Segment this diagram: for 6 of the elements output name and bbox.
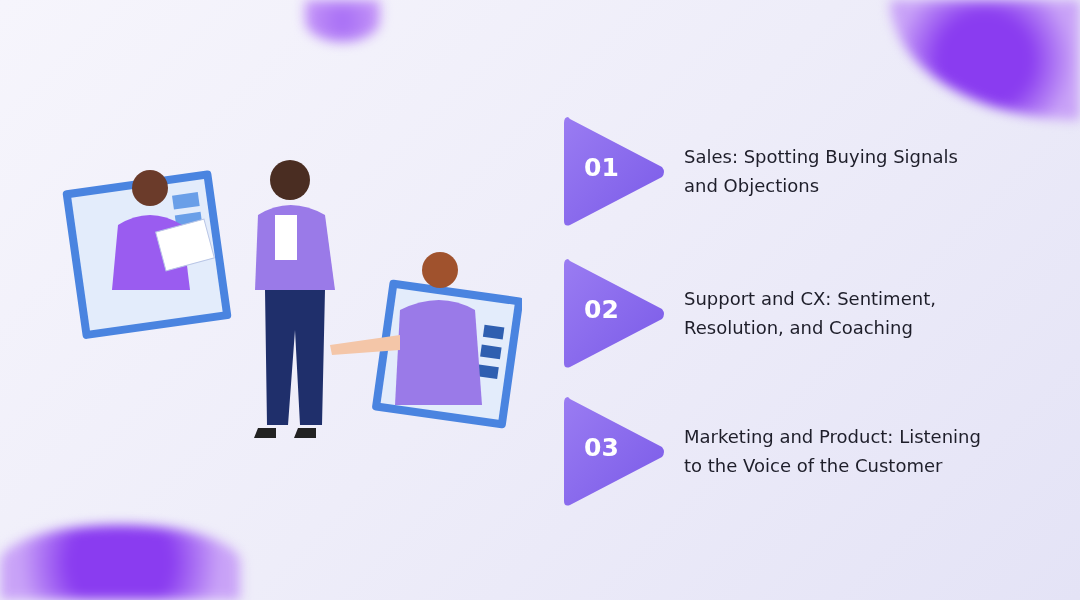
step-number: 02: [584, 295, 619, 324]
step-number: 01: [584, 153, 619, 182]
step-number: 03: [584, 433, 619, 462]
step-description: Marketing and Product: Listening to the Voice of the Customer: [684, 425, 982, 478]
step-description: Sales: Spotting Buying Signals and Objections: [684, 145, 959, 198]
step-description: Support and CX: Sentiment, Resolution, and Coaching: [684, 287, 937, 340]
